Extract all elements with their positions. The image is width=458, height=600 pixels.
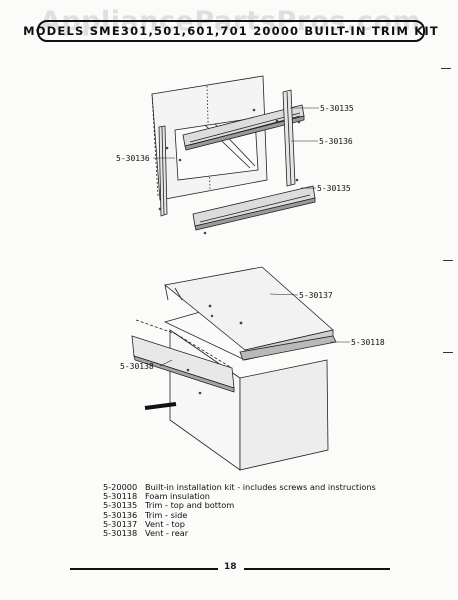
footer-rule-right — [244, 568, 390, 570]
callout-top-trim: 5-30135 — [320, 104, 354, 113]
callout-vent-top: 5-30137 — [299, 291, 333, 300]
footer-rule-left — [70, 568, 218, 570]
part-description: Vent - rear — [145, 528, 189, 539]
screws-lower — [186, 304, 243, 395]
legend-row: 5-30137 Vent - top — [103, 518, 376, 529]
callout-left-trim: 5-30136 — [116, 154, 150, 163]
parts-legend: 5-20000 Built-in installation kit - incl… — [103, 482, 376, 539]
vent-rear-30138 — [131, 319, 235, 393]
legend-row: 5-30118 Foam insulation — [103, 491, 376, 502]
part-description: Trim - side — [145, 509, 188, 520]
legend-row: 5-20000 Built-in installation kit - incl… — [103, 482, 376, 492]
callout-insulation: 5-30118 — [351, 338, 385, 347]
part-number: 5-30138 — [103, 528, 138, 539]
part-number: 5-20000 — [103, 482, 138, 492]
trim-left-30136 — [158, 125, 168, 217]
part-number: 5-30137 — [103, 518, 138, 529]
trim-bottom-30135 — [192, 185, 316, 231]
part-number: 5-30136 — [103, 509, 138, 520]
part-description: Vent - top — [145, 518, 185, 529]
trim-right-30136 — [282, 89, 296, 187]
screws-upper — [158, 108, 301, 235]
callout-vent-rear: 5-30138 — [120, 362, 154, 371]
edge-mark — [443, 260, 453, 261]
leader-lines-lower — [159, 293, 350, 367]
legend-row: 5-30135 Trim - top and bottom — [103, 501, 376, 510]
callout-bottom-trim: 5-30135 — [317, 184, 351, 193]
leader-lines-upper — [153, 107, 319, 189]
page-number: 18 — [224, 562, 237, 572]
part-description: Built-in installation kit - includes scr… — [145, 482, 376, 492]
legend-row: 5-30136 Trim - side — [103, 509, 376, 520]
part-number: 5-30135 — [103, 500, 138, 511]
page-title: MODELS SME301,501,601,701 20000 BUILT-IN… — [23, 24, 439, 38]
legend-row: 5-30138 Vent - rear — [103, 528, 376, 539]
edge-mark — [443, 352, 453, 353]
header-box: MODELS SME301,501,601,701 20000 BUILT-IN… — [23, 20, 438, 42]
trim-top-30135 — [182, 104, 305, 151]
part-description: Trim - top and bottom — [145, 500, 235, 511]
edge-mark — [441, 68, 451, 69]
part-number: 5-30118 — [103, 491, 138, 502]
callout-right-trim: 5-30136 — [319, 137, 353, 146]
power-cable — [144, 402, 177, 410]
part-description: Foam insulation — [145, 491, 210, 502]
